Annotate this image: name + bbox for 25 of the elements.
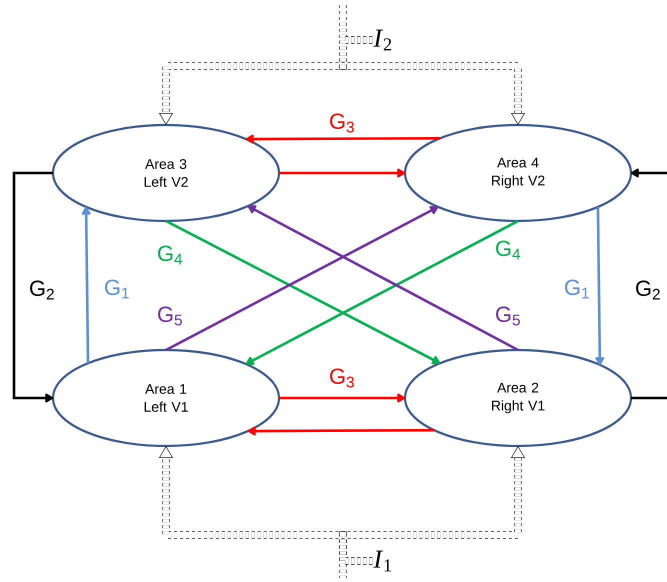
edge-label: G$_{4}$: [494, 240, 522, 260]
arrow: [246, 134, 440, 144]
arrow: [279, 394, 405, 402]
edge-label: G$_{3}$: [328, 112, 356, 134]
input-arrow: [339, 36, 526, 125]
input-label: I$_{1}$: [373, 550, 391, 572]
edge-label: G$_{1}$: [102, 278, 132, 300]
arrow: [82, 206, 91, 364]
arrow: [12, 172, 53, 402]
arrow: [248, 426, 434, 436]
edge-label: G$_{5}$: [494, 306, 522, 326]
edge-label: G$_{2}$: [634, 280, 662, 300]
edge-label: G$_{4}$: [156, 244, 184, 266]
arrow: [631, 168, 667, 400]
arrow: [165, 206, 438, 352]
arrow: [595, 206, 604, 365]
arrow: [248, 205, 519, 352]
arrow: [246, 220, 519, 366]
edge-label: G$_{1}$: [562, 278, 592, 300]
edge-label: G$_{2}$: [28, 280, 56, 300]
arrow: [279, 168, 405, 178]
edge-label: G$_{3}$: [328, 367, 356, 389]
arrow: [165, 220, 440, 364]
input-label: I$_{2}$: [373, 30, 392, 50]
edge-label: G$_{5}$: [156, 306, 184, 326]
